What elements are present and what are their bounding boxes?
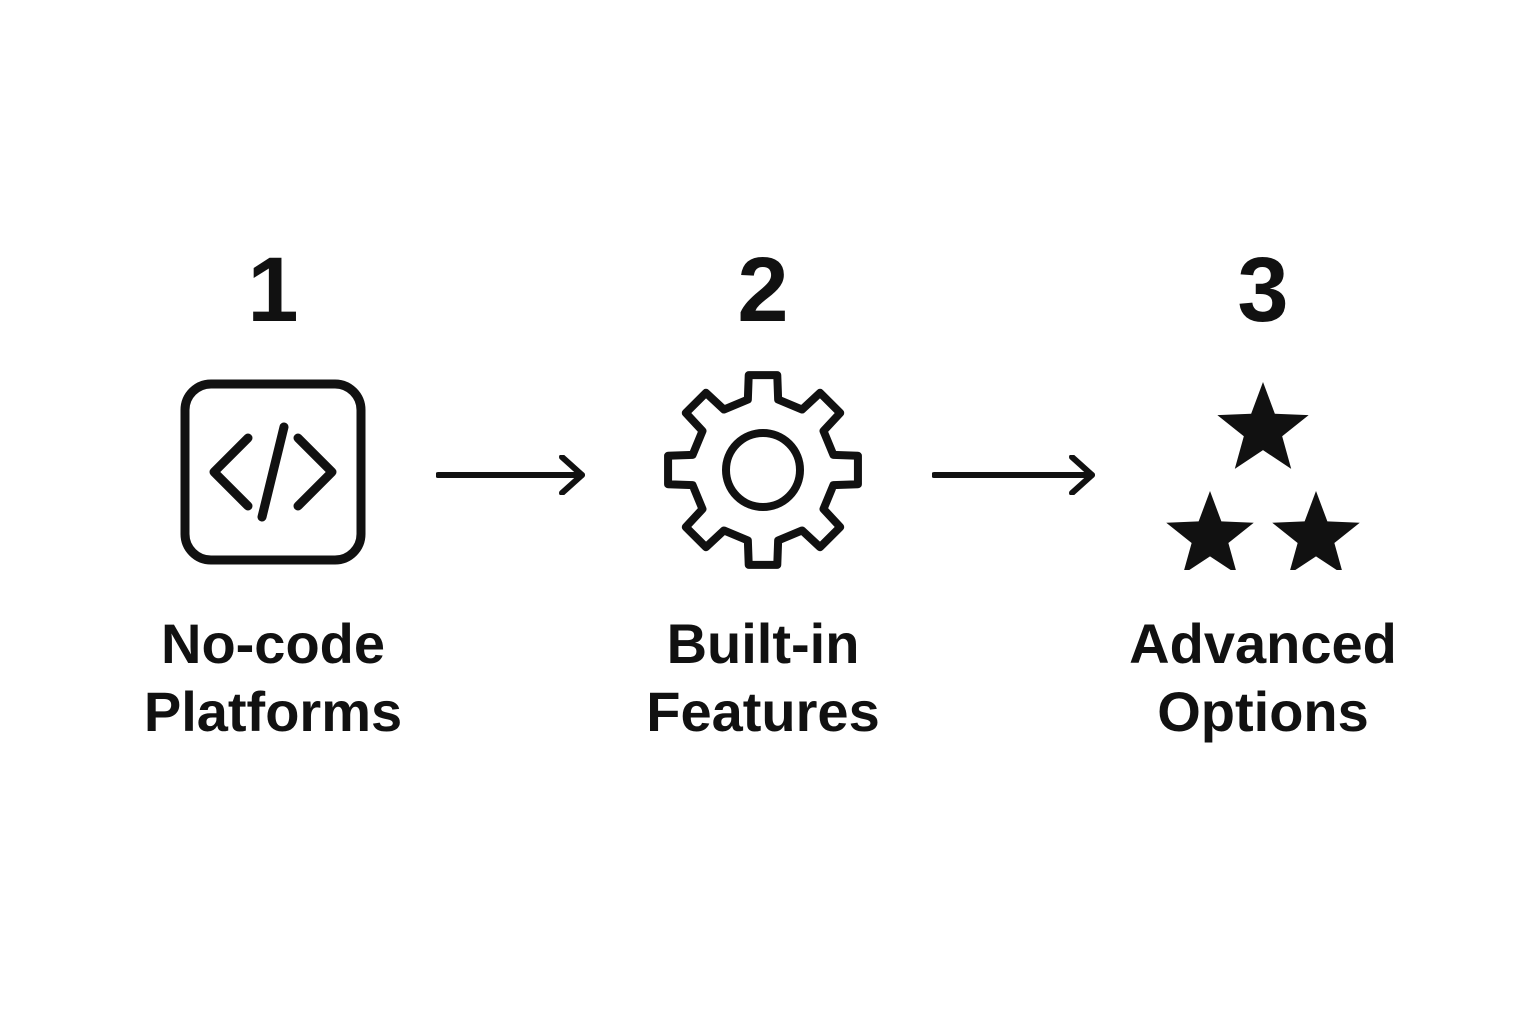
step-1-label-line1: No-code [161, 612, 385, 675]
step-3-number: 3 [1237, 239, 1289, 341]
step-1-label-line2: Platforms [143, 680, 403, 743]
step-2-label-line1: Built-in [666, 612, 860, 675]
step-3-label-line1: Advanced [1129, 612, 1397, 675]
step-2-number: 2 [737, 239, 789, 341]
step-1-number: 1 [247, 239, 299, 341]
step-1: 1 No-code Platforms [103, 240, 443, 760]
step-3-label: Advanced Options [1093, 610, 1433, 746]
arrow-right-icon [932, 455, 1098, 495]
step-2-label: Built-in Features [593, 610, 933, 746]
three-stars-icon [1163, 370, 1363, 570]
step-2: 2 Built-in Features [593, 240, 933, 760]
step-3-label-line2: Options [1157, 680, 1369, 743]
step-2-label-line2: Features [646, 680, 880, 743]
gear-icon [663, 370, 863, 570]
code-icon [173, 370, 373, 570]
step-1-label: No-code Platforms [103, 610, 443, 746]
arrow-right-icon [436, 455, 588, 495]
step-3: 3 Advanced Options [1093, 240, 1433, 760]
